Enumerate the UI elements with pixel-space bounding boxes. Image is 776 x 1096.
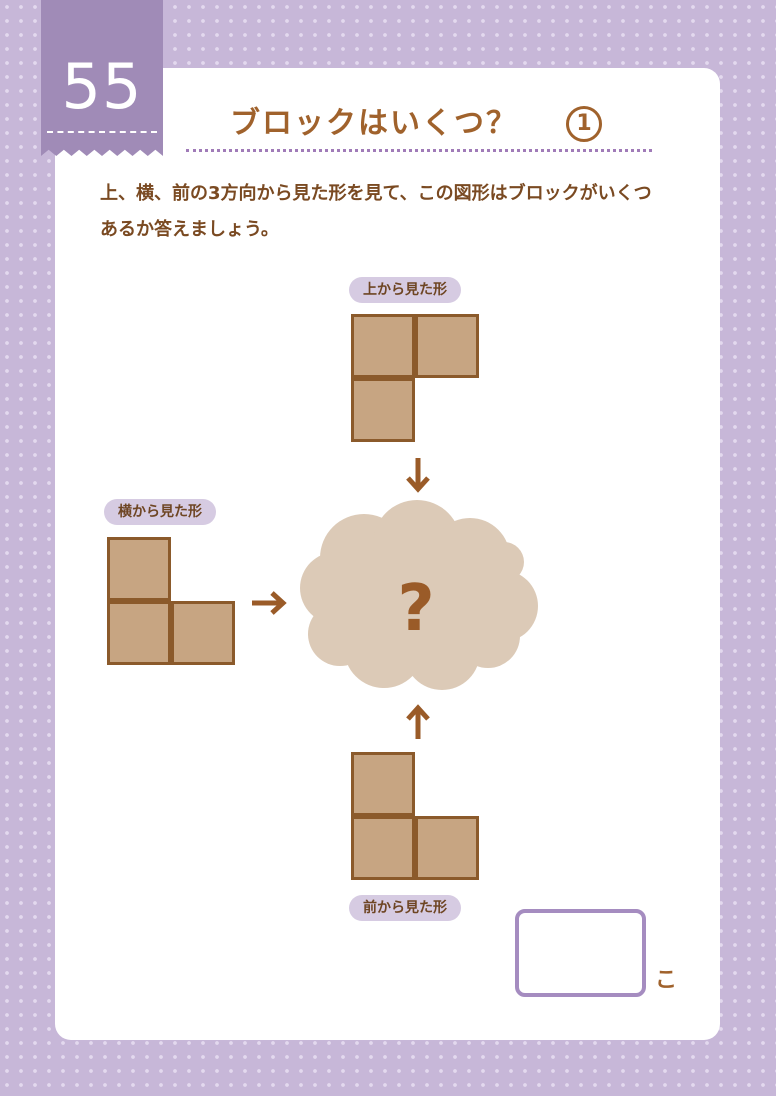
block	[351, 752, 415, 816]
problem-number-tab: 55	[41, 0, 163, 156]
arrow-down-icon	[406, 458, 430, 493]
title-dotted-rule	[186, 149, 652, 152]
instruction-line-1: 上、横、前の3方向から見た形を見て、この図形はブロックがいくつ	[100, 183, 652, 204]
front-view-label: 前から見た形	[349, 895, 461, 921]
arrow-up-icon	[406, 704, 430, 739]
instruction-line-2: あるか答えましょう。	[100, 219, 279, 240]
question-mark: ?	[397, 572, 434, 646]
tab-dashed-line	[47, 131, 157, 133]
side-view-label: 横から見た形	[104, 499, 216, 525]
instructions: 上、横、前の3方向から見た形を見て、この図形はブロックがいくつ あるか答えましょ…	[100, 176, 690, 248]
block	[351, 378, 415, 442]
top-view-label: 上から見た形	[349, 277, 461, 303]
block	[351, 314, 415, 378]
block	[415, 816, 479, 880]
mystery-cloud: ?	[300, 500, 538, 690]
block	[171, 601, 235, 665]
block	[351, 816, 415, 880]
block	[415, 314, 479, 378]
answer-box[interactable]	[515, 909, 646, 997]
title-circled-number: 1	[566, 106, 602, 142]
arrow-right-icon	[252, 591, 287, 615]
page-title: ブロックはいくつ？	[230, 106, 518, 141]
block	[107, 601, 171, 665]
problem-number: 55	[61, 50, 143, 123]
answer-unit: こ	[655, 968, 678, 993]
block	[107, 537, 171, 601]
